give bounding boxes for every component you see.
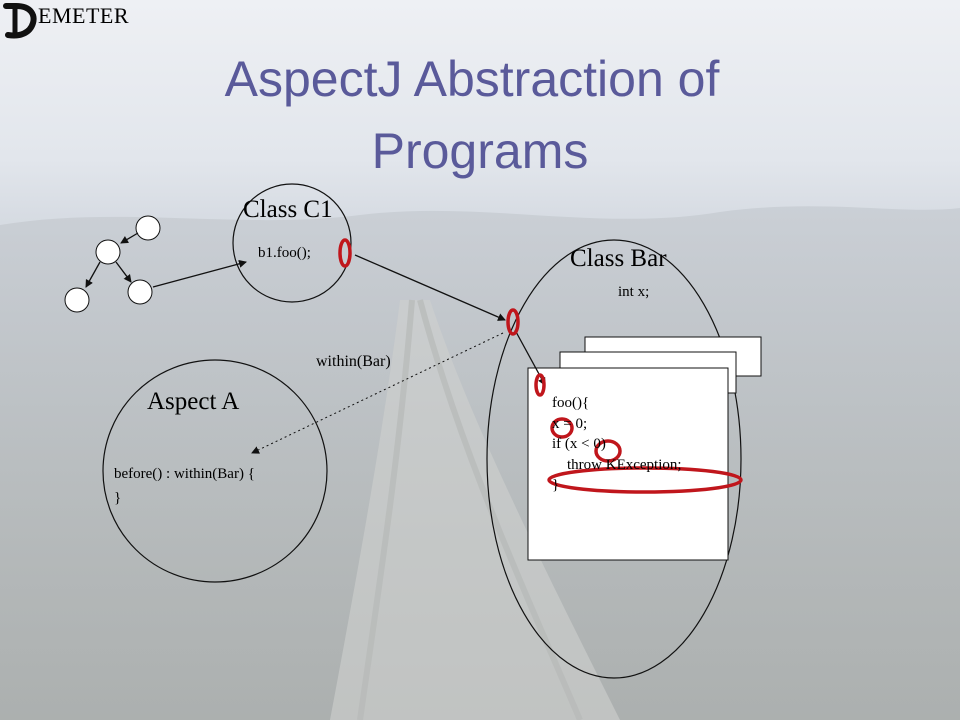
object-node (95, 239, 121, 265)
slide-title-line-2: Programs (371, 123, 589, 179)
class-bar-field: int x; (618, 284, 650, 300)
code-line: throw KException; (552, 456, 682, 473)
join-point-marker (534, 373, 546, 397)
object-node (64, 287, 90, 313)
class-c1-circle (232, 183, 352, 303)
aspect-a-circle (102, 359, 328, 583)
road-track (357, 299, 415, 720)
foo-method-code: foo(){ x = 0; if (x < 0) throw KExceptio… (552, 393, 682, 496)
code-line: } (552, 477, 560, 493)
join-point-marker (550, 417, 574, 439)
graph-edge-arrow (115, 261, 132, 283)
graph-edge-arrow (85, 261, 101, 288)
code-line: if (x < 0) (552, 436, 606, 452)
code-line: x = 0; (552, 415, 588, 432)
aspect-a-code-line-1: before() : within(Bar) { (114, 466, 255, 482)
logo-letter: D (6, 2, 28, 36)
graph-edge-arrow (120, 232, 139, 244)
join-point-marker (547, 466, 743, 494)
class-bar-label: Class Bar (570, 245, 667, 272)
object-node (135, 215, 161, 241)
pointcut-label: within(Bar) (316, 353, 391, 370)
demeter-logo-icon (3, 2, 37, 39)
aspect-a-label: Aspect A (147, 388, 240, 415)
pointcut-arrow (251, 332, 504, 454)
aspect-a-code-line-2: } (114, 490, 122, 506)
slide-title-line-1: AspectJ Abstraction of (224, 51, 720, 107)
join-point-marker (338, 238, 352, 268)
road-track (417, 299, 583, 720)
join-point-marker (594, 439, 622, 463)
class-c1-call: b1.foo(); (258, 245, 311, 261)
join-point-marker (506, 308, 520, 336)
graph-edge-arrow (152, 259, 247, 288)
code-line: foo(){ (552, 395, 590, 411)
logo-text: EMETER (38, 3, 129, 28)
object-node (127, 279, 153, 305)
call-arrow (354, 254, 506, 321)
class-c1-label: Class C1 (243, 196, 333, 223)
class-bar-ellipse (486, 239, 742, 679)
method-card-front (527, 367, 729, 561)
